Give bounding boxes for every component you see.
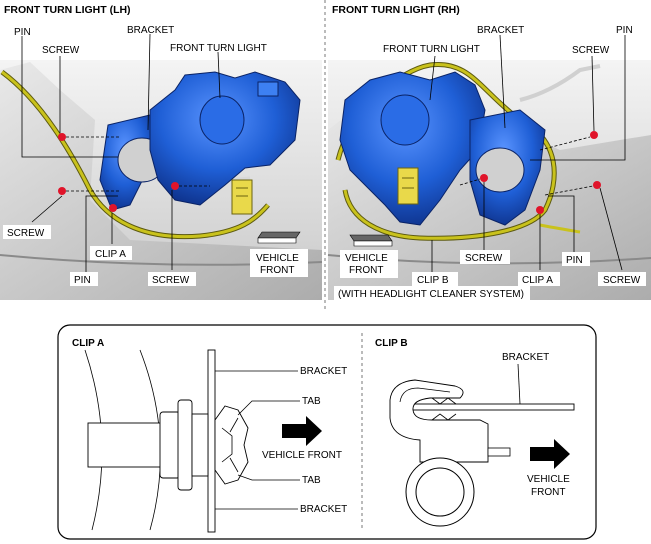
clip-a-label-bracket-bottom: BRACKET (300, 504, 347, 515)
clip-b-label-vehicle-front-2: FRONT (531, 487, 565, 498)
lh-label-screw-bottom: SCREW (152, 275, 190, 286)
rh-label-screw-right: SCREW (603, 275, 641, 286)
clip-a-bracket-plate (207, 349, 216, 533)
clip-a-title: CLIP A (72, 338, 104, 349)
clip-a-label-tab-top: TAB (302, 396, 321, 407)
clip-b-label-vehicle-front-1: VEHICLE (527, 474, 570, 485)
lh-label-screw-left: SCREW (7, 228, 45, 239)
clip-a-label-vehicle-front: VEHICLE FRONT (262, 450, 342, 461)
rh-label-clip-b: CLIP B (417, 275, 449, 286)
rh-label-bracket: BRACKET (477, 25, 524, 36)
lh-label-bracket: BRACKET (127, 25, 174, 36)
lh-title: FRONT TURN LIGHT (LH) (4, 4, 131, 16)
lh-screw-top (58, 133, 120, 141)
clip-a-label-tab-bottom: TAB (302, 475, 321, 486)
rh-panel: FRONT TURN LIGHT (RH) (327, 4, 651, 300)
rh-label-screw-mid: SCREW (465, 253, 503, 264)
rh-vehicle-front-icon (349, 234, 393, 247)
rh-connector (397, 167, 419, 205)
clip-a-vehicle-front-arrow (282, 416, 322, 446)
clip-b-label-bracket: BRACKET (502, 352, 549, 363)
clip-b-bracket-bar (411, 403, 575, 411)
rh-screw-mid (459, 174, 488, 186)
lh-label-pin-top: PIN (14, 27, 31, 38)
rh-screw-top (539, 131, 598, 151)
clip-b-detail: CLIP B BRACKET VEHICLE FRONT (375, 338, 575, 527)
lh-label-pin-bottom: PIN (74, 275, 91, 286)
rh-front-turn-light (339, 71, 486, 226)
rh-screw-right (544, 181, 601, 196)
clip-a-shaft (87, 422, 167, 468)
rh-label-vehicle-front-2: FRONT (349, 265, 383, 276)
detail-box: CLIP A BRACKET TAB (57, 324, 597, 540)
rh-label-pin-bottom: PIN (566, 255, 583, 266)
lh-panel: FRONT TURN LIGHT (LH) (0, 4, 323, 300)
lh-screw-left (58, 187, 120, 195)
rh-label-front-turn-light: FRONT TURN LIGHT (383, 44, 480, 55)
lh-label-screw-top: SCREW (42, 45, 80, 56)
lh-bumper (0, 62, 322, 300)
rh-label-pin-top: PIN (616, 25, 633, 36)
clip-a-detail: CLIP A BRACKET TAB (72, 338, 347, 533)
lh-label-vehicle-front-2: FRONT (260, 265, 294, 276)
rh-label-screw-top: SCREW (572, 45, 610, 56)
clip-b-title: CLIP B (375, 338, 408, 349)
lh-connector (231, 179, 253, 215)
clip-b-vehicle-front-arrow (530, 439, 570, 469)
rh-clip-a-mark (536, 206, 544, 214)
lh-vehicle-front-icon (257, 231, 301, 244)
lh-label-front-turn-light: FRONT TURN LIGHT (170, 43, 267, 54)
lh-clip-a-mark (109, 204, 117, 212)
rh-label-clip-b-note: (WITH HEADLIGHT CLEANER SYSTEM) (338, 289, 524, 300)
clip-a-head (214, 405, 249, 485)
rh-label-vehicle-front-1: VEHICLE (345, 253, 388, 264)
lh-label-vehicle-front-1: VEHICLE (256, 253, 299, 264)
clip-b-hook (389, 379, 489, 463)
lh-screw-bottom (171, 182, 210, 190)
clip-a-label-bracket-top: BRACKET (300, 366, 347, 377)
rh-label-clip-a: CLIP A (522, 275, 553, 286)
rh-title: FRONT TURN LIGHT (RH) (332, 4, 460, 16)
lh-label-clip-a: CLIP A (95, 249, 126, 260)
